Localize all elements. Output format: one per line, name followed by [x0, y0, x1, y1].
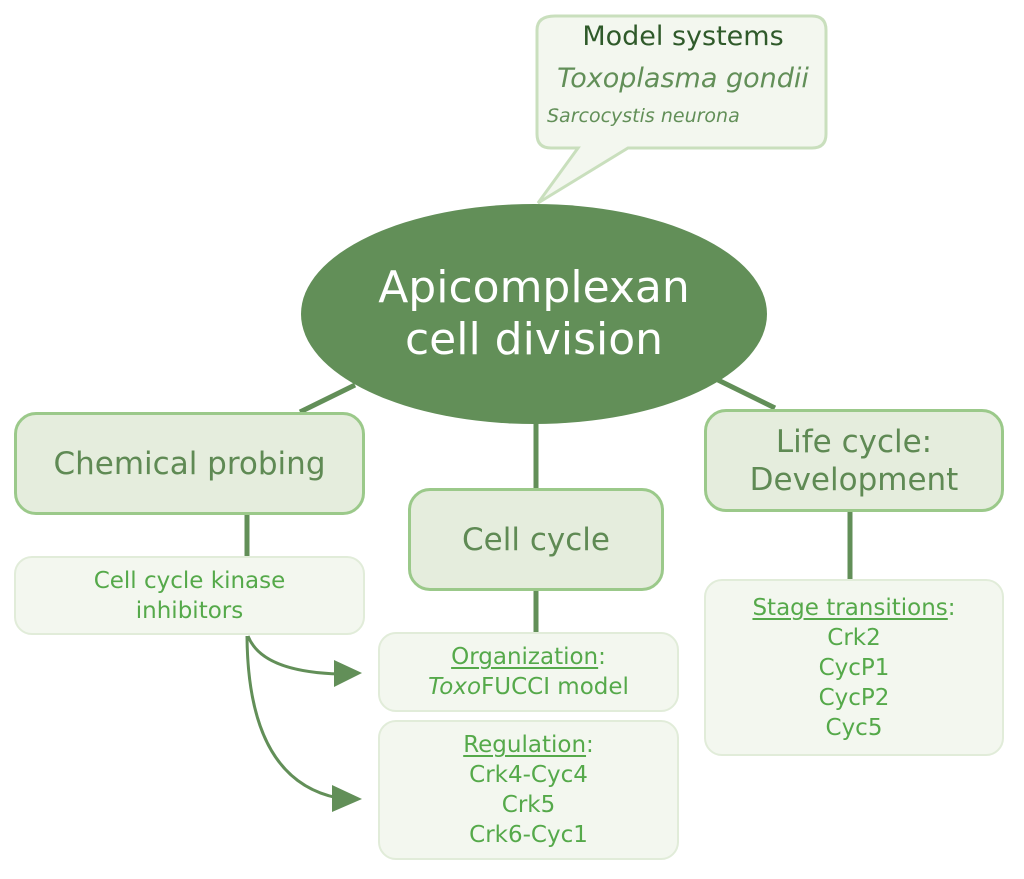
regulation-item: Crk5 — [501, 792, 556, 818]
arrowhead-regulation — [332, 785, 362, 812]
regulation-item: Crk4-Cyc4 — [469, 762, 588, 788]
regulation-heading-row: Regulation: — [463, 730, 594, 760]
organization-colon: : — [598, 644, 606, 670]
lifecycle-label-line1: Life cycle: — [775, 423, 933, 460]
organization-model-row: ToxoFUCCI model — [428, 672, 629, 702]
branch-chemical-label: Chemical probing — [53, 445, 326, 482]
arrowhead-organization — [334, 660, 362, 687]
sub-regulation: Regulation: Crk4-Cyc4 Crk5 Crk6-Cyc1 — [378, 720, 679, 860]
regulation-heading: Regulation — [463, 732, 587, 758]
branch-life-cycle: Life cycle: Development — [704, 409, 1004, 512]
callout-species-sarcocystis: Sarcocystis neurona — [547, 105, 740, 127]
organization-italic-prefix: Toxo — [428, 674, 482, 700]
branch-cell-cycle: Cell cycle — [408, 488, 664, 591]
sub-stage-transitions: Stage transitions: Crk2 CycP1 CycP2 Cyc5 — [704, 579, 1004, 756]
sub-kinase-inhibitors: Cell cycle kinase inhibitors — [14, 556, 365, 635]
branch-cellcycle-label: Cell cycle — [462, 521, 610, 558]
stage-item: Cyc5 — [825, 714, 883, 741]
kinase-inhibitors-line2: inhibitors — [135, 597, 244, 624]
regulation-colon: : — [586, 732, 594, 758]
arrow-to-regulation — [245, 635, 339, 800]
central-title-line2: cell division — [404, 314, 664, 365]
stage-item: CycP2 — [818, 684, 890, 711]
sub-organization: Organization: ToxoFUCCI model — [378, 632, 679, 712]
central-node: Apicomplexan cell division — [301, 204, 767, 424]
callout-title: Model systems — [582, 21, 784, 52]
branch-chemical-probing: Chemical probing — [14, 412, 365, 515]
stage-heading-row: Stage transitions: — [752, 593, 955, 623]
organization-heading-row: Organization: — [451, 642, 606, 672]
arrow-to-organization — [246, 635, 341, 676]
kinase-inhibitors-line1: Cell cycle kinase — [93, 567, 286, 594]
stage-item: CycP1 — [818, 654, 890, 681]
organization-model-rest: FUCCI model — [481, 674, 629, 700]
stage-item: Crk2 — [827, 624, 881, 651]
callout-bubble — [535, 14, 828, 205]
link-central-chemical — [298, 382, 357, 415]
callout-species-toxoplasma: Toxoplasma gondii — [557, 63, 809, 94]
organization-heading: Organization — [451, 644, 599, 670]
lifecycle-label-line2: Development — [749, 461, 959, 498]
central-title-line1: Apicomplexan — [378, 262, 690, 313]
stage-colon: : — [947, 594, 956, 621]
model-systems-callout: Model systems Toxoplasma gondii Sarcocys… — [540, 18, 826, 130]
stage-heading: Stage transitions — [752, 594, 948, 621]
regulation-item: Crk6-Cyc1 — [469, 822, 588, 848]
link-central-lifecycle — [716, 377, 777, 411]
